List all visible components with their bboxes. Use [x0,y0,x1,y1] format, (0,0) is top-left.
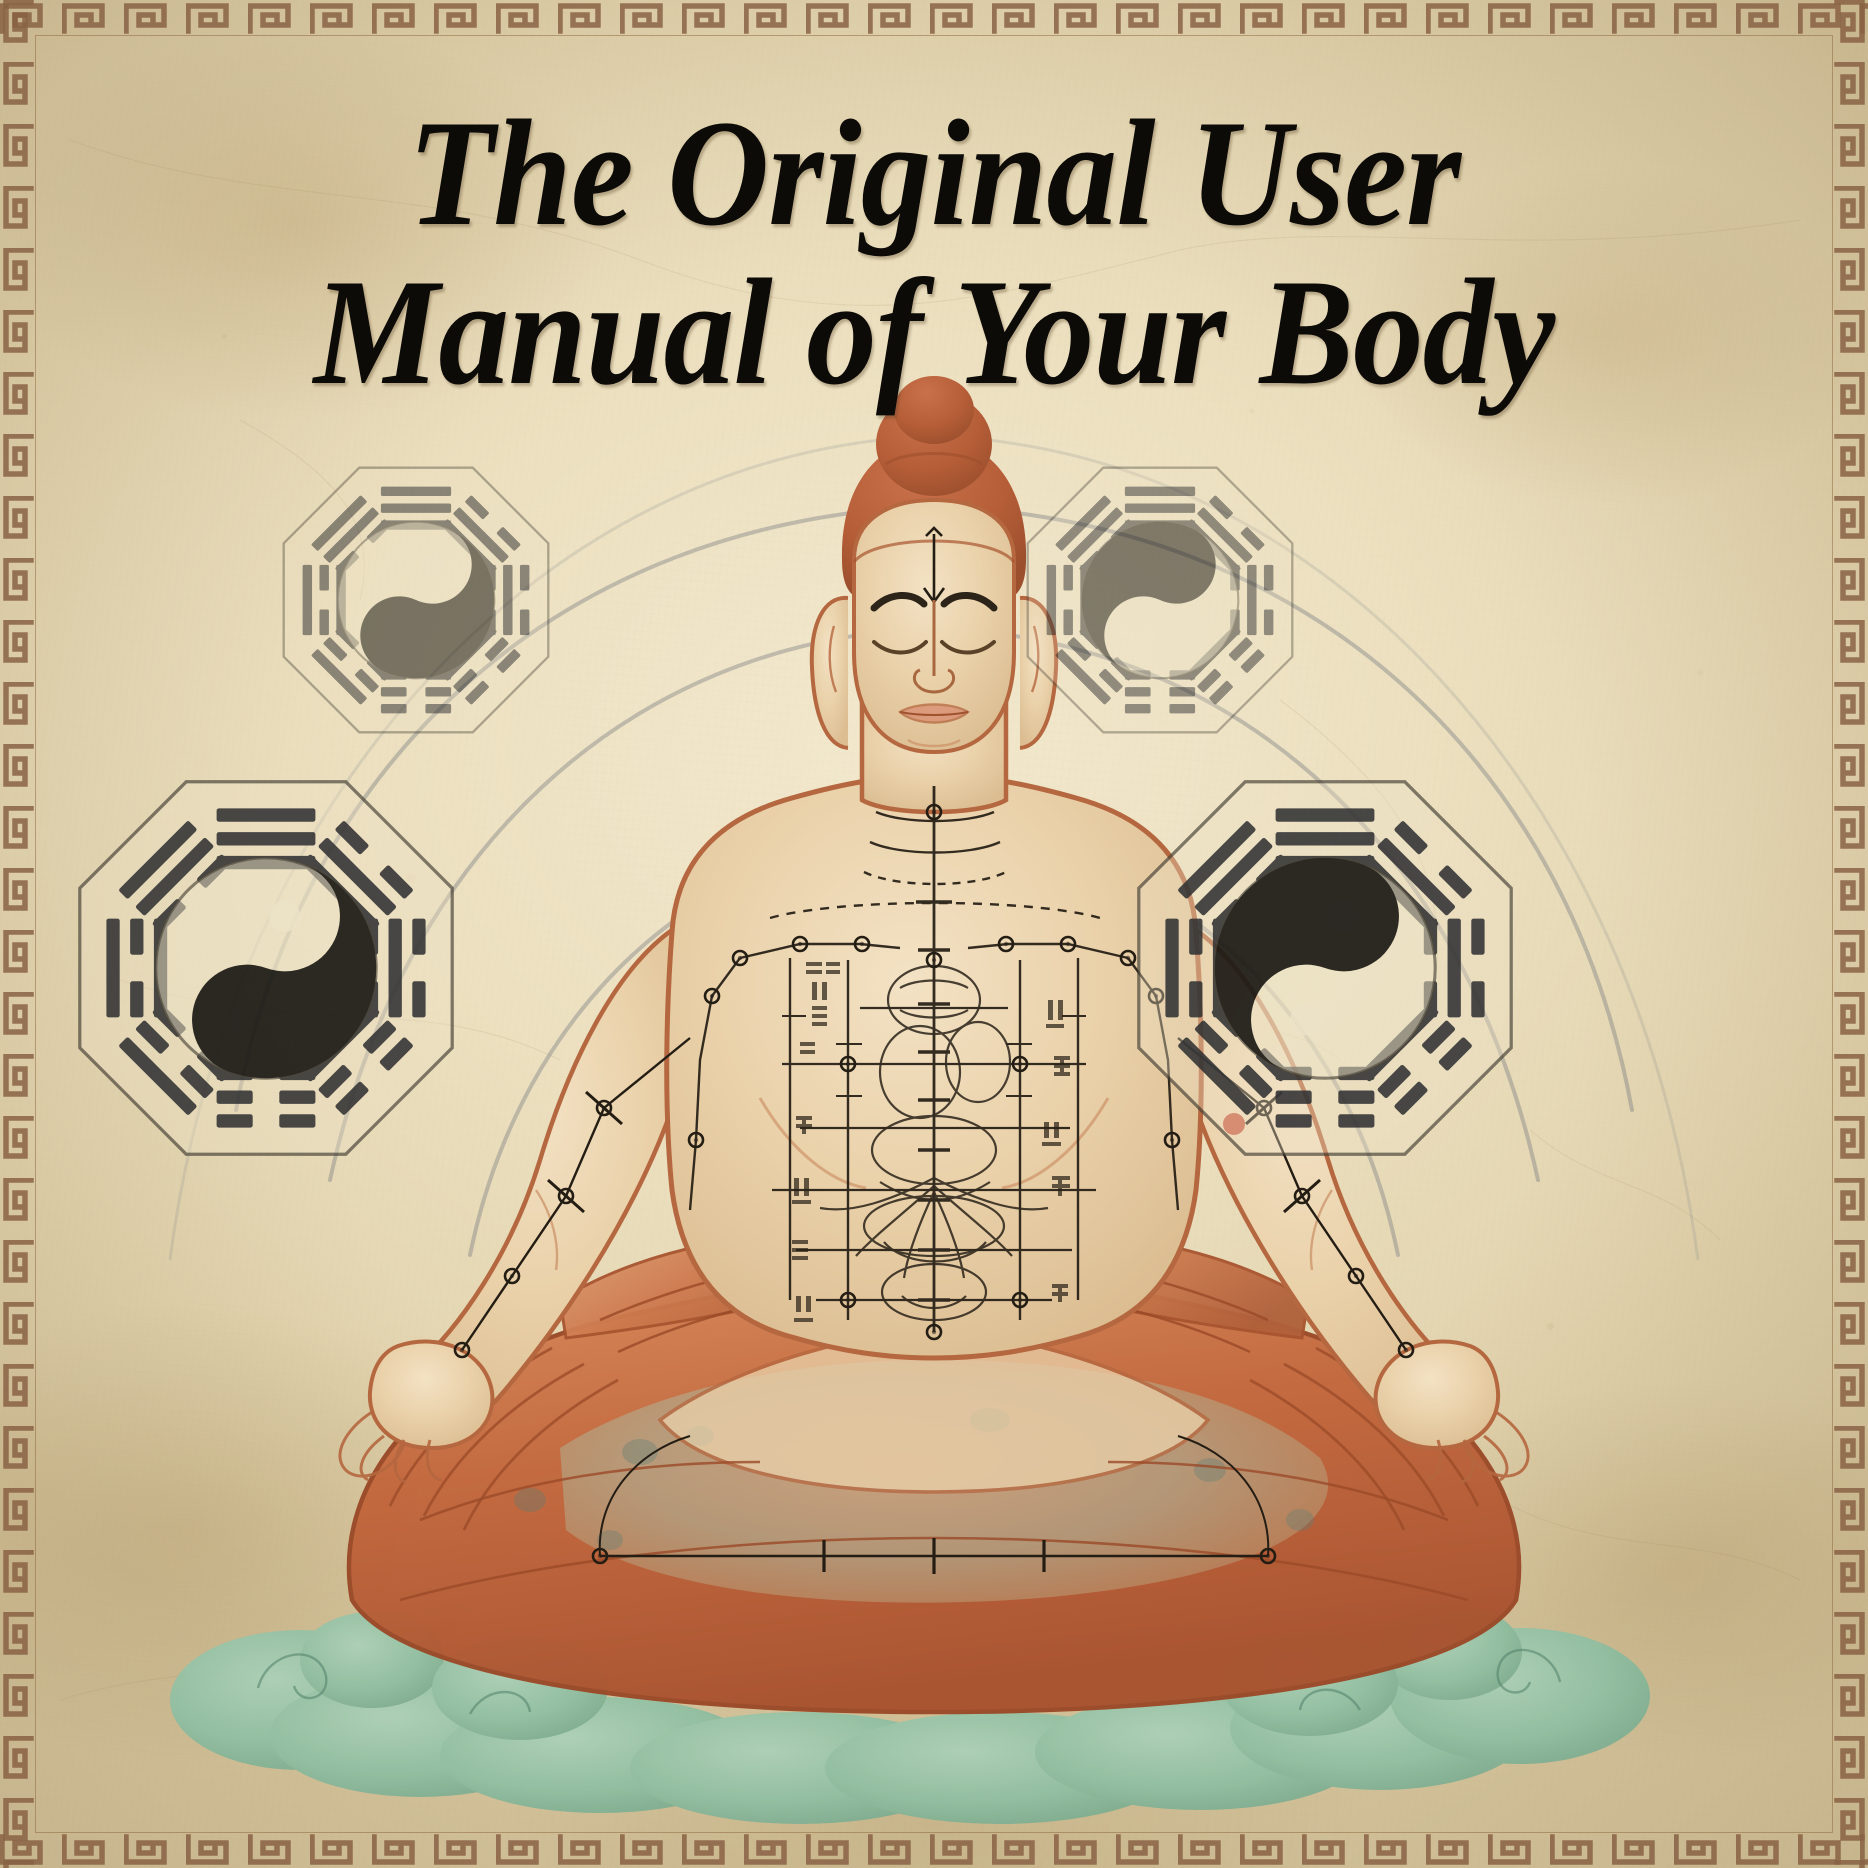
acupuncture-meridian-overlay [688,786,1180,1332]
trigram-qian [380,486,452,530]
yin-yang-dark-half [360,529,495,679]
trigram-li [302,564,346,636]
yin-yang-symbol [1080,520,1240,680]
arm-meridian-lines [461,1037,1407,1574]
trigram-kun [1124,670,1196,714]
yin-yang-light-dot [269,900,301,932]
cloud-seat [170,1604,1650,1824]
title-line-1: The Original User [407,89,1461,257]
title-line-2: Manual of Your Body [313,248,1555,417]
poster-title: The Original User Manual of Your Body [0,89,1868,417]
trigram-gen [1185,625,1265,705]
bagua-bottom-left [78,780,454,1156]
yin-yang-dark-dot [388,624,411,647]
bagua-bottom-right [1137,780,1513,1156]
yin-yang-light-dot [1132,624,1155,647]
trigram-dui [311,495,391,575]
yin-yang-symbol [154,856,378,1080]
yin-yang-symbol [336,520,496,680]
lotus-legs-and-robe [346,1228,1522,1715]
yin-yang-light-dot [421,553,444,576]
yin-yang-dark-dot [1165,553,1188,576]
yin-yang-dark-dot [231,1004,263,1036]
yin-yang-dark-dot [1328,900,1360,932]
arm-mole [1223,1113,1245,1135]
yin-yang-light-dot [1290,1004,1322,1036]
mouth [897,703,971,724]
yin-yang-symbol [1213,856,1437,1080]
chinese-annotation-glyphs [792,962,1070,1322]
bagua-top-left [282,466,550,734]
head [809,376,1059,755]
yin-yang-dark-half [1081,521,1216,671]
bagua-top-right [1026,466,1294,734]
